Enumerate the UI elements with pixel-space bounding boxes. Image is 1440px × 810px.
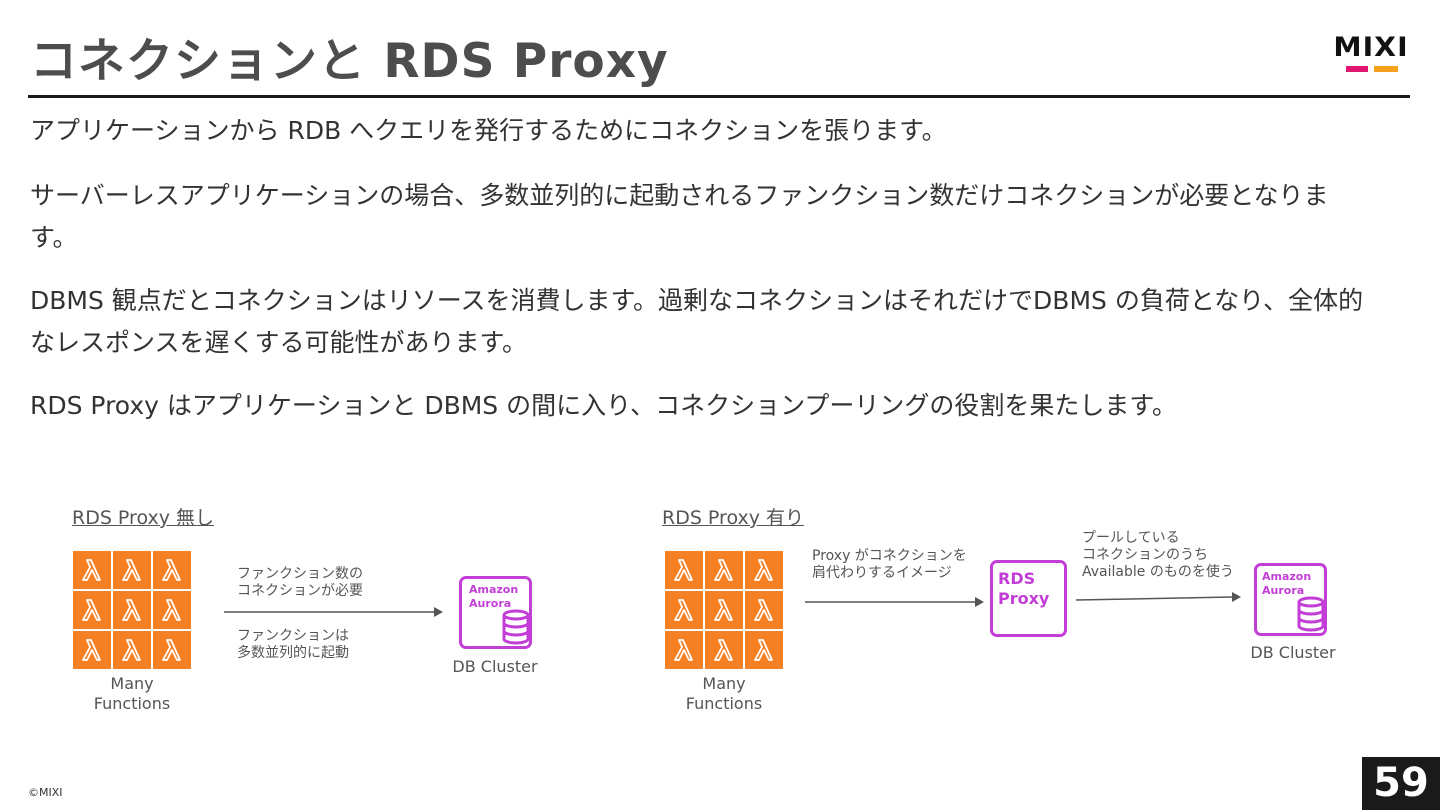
paragraph-3: DBMS 観点だとコネクションはリソースを消費します。過剰なコネクションはそれだ… [30,286,1364,357]
aurora-icon: Amazon Aurora [1254,563,1327,636]
note-line: ファンクションは [237,628,349,644]
arrow-icon [224,607,443,617]
icon-text-line: Amazon [469,583,519,596]
title-divider [28,95,1410,98]
caption-line: Functions [93,694,171,713]
logo-accent-pink [1346,66,1368,72]
functions-caption-right: Many Functions [664,674,784,714]
copyright-notice: ©MIXI [28,786,63,799]
aurora-icon-text: Amazon Aurora [469,583,518,611]
lambda-icon [73,551,111,589]
note-line: コネクションのうち [1082,547,1208,563]
note-line: プールしている [1082,530,1180,546]
note-line: コネクションが必要 [237,583,363,599]
paragraph-1: アプリケーションから RDB へクエリを発行するためにコネクションを張ります。 [30,116,947,145]
note-line: Available のものを使う [1082,564,1234,580]
database-cylinder-icon [502,609,530,645]
lambda-icon [113,631,151,669]
lambda-icon [705,591,743,629]
lambda-icon [665,631,703,669]
note-connections-needed: ファンクション数の コネクションが必要 [237,566,363,600]
lambda-icon [745,551,783,589]
lambda-icon [153,591,191,629]
icon-text-line: Aurora [1262,584,1305,597]
lambda-grid-left [73,551,191,669]
paragraph-4: RDS Proxy はアプリケーションと DBMS の間に入り、コネクションプー… [30,391,1177,420]
lambda-icon [153,631,191,669]
note-line: 多数並列的に起動 [237,645,349,661]
note-use-available-connections: プールしている コネクションのうち Available のものを使う [1082,530,1234,581]
caption-line: Many [702,674,746,693]
lambda-icon [745,591,783,629]
caption-line: Many [110,674,154,693]
arrow-icon [805,597,984,607]
rds-proxy-icon: RDS Proxy [990,560,1067,637]
lambda-icon [745,631,783,669]
lambda-icon [665,591,703,629]
slide-title: コネクションと RDS Proxy [30,34,669,89]
page-number: 59 [1362,757,1440,810]
diagram-heading-with-proxy: RDS Proxy 有り [662,507,805,529]
note-line: ファンクション数の [237,566,363,582]
db-cluster-caption-left: DB Cluster [452,657,538,676]
lambda-icon [73,631,111,669]
caption-line: Functions [685,694,763,713]
logo-accent-orange [1374,66,1398,72]
note-proxy-takes-over: Proxy がコネクションを 肩代わりするイメージ [812,548,967,582]
lambda-icon [705,631,743,669]
lambda-icon [705,551,743,589]
icon-text-line: RDS [998,569,1036,588]
rds-proxy-icon-text: RDS Proxy [998,569,1049,609]
logo-text: MIXI [1333,32,1409,63]
database-cylinder-icon [1297,596,1325,632]
aurora-icon: Amazon Aurora [459,576,532,649]
lambda-icon [73,591,111,629]
note-line: 肩代わりするイメージ [812,565,952,581]
aurora-icon-text: Amazon Aurora [1262,570,1311,598]
note-line: Proxy がコネクションを [812,548,967,564]
arrow-icon [1075,592,1241,602]
icon-text-line: Aurora [469,597,512,610]
lambda-icon [113,591,151,629]
lambda-icon [665,551,703,589]
lambda-icon [153,551,191,589]
paragraph-2: サーバーレスアプリケーションの場合、多数並列的に起動されるファンクション数だけコ… [30,181,1329,252]
mixi-logo: MIXI [1332,32,1410,74]
functions-caption-left: Many Functions [72,674,192,714]
db-cluster-caption-right: DB Cluster [1250,643,1336,662]
lambda-icon [113,551,151,589]
icon-text-line: Proxy [998,589,1050,608]
note-parallel-launch: ファンクションは 多数並列的に起動 [237,628,349,662]
lambda-grid-right [665,551,783,669]
diagram-heading-without-proxy: RDS Proxy 無し [72,507,215,529]
icon-text-line: Amazon [1262,570,1312,583]
